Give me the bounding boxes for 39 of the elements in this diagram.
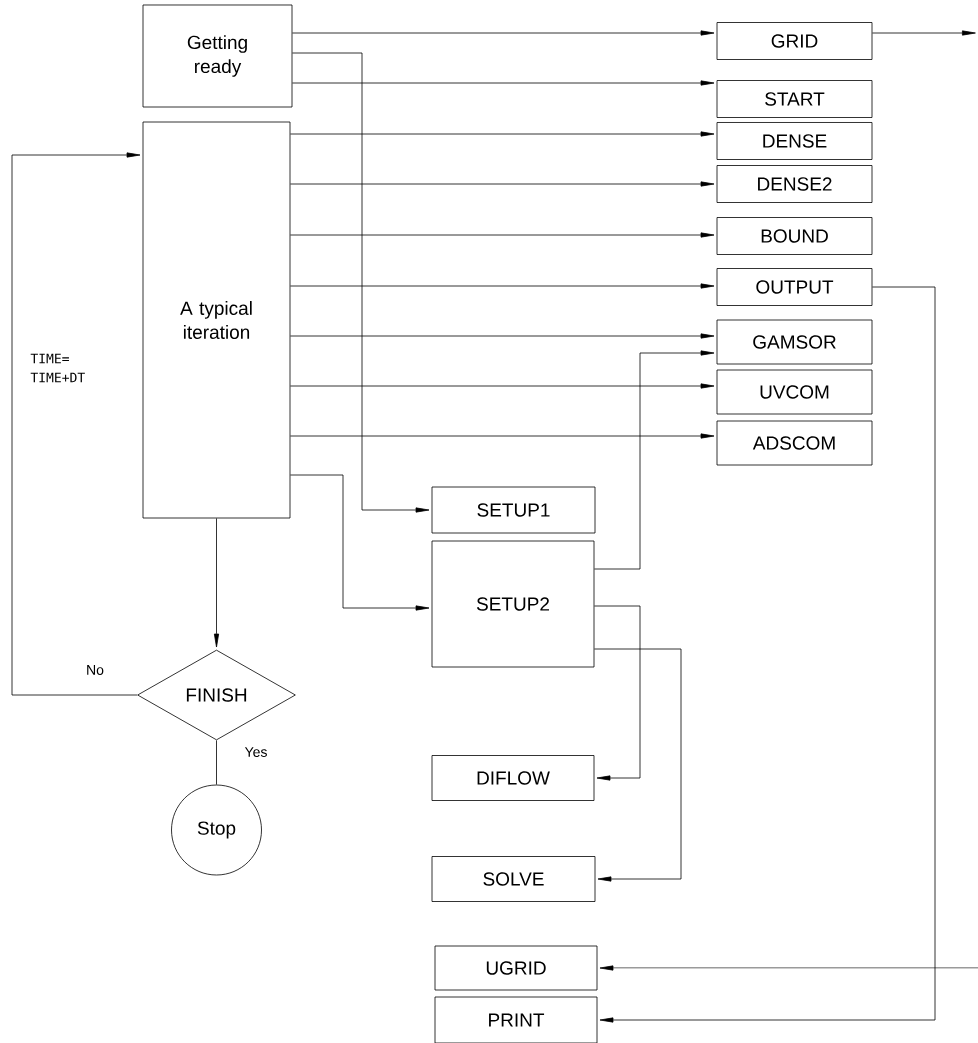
process-box: DENSE bbox=[716, 122, 873, 160]
arrow bbox=[290, 232, 715, 238]
arrow bbox=[290, 283, 715, 289]
arrow bbox=[213, 518, 220, 648]
process-box: A typical iteration bbox=[142, 121, 291, 519]
arrow bbox=[290, 131, 715, 137]
process-box: BOUND bbox=[716, 217, 873, 255]
process-box: DIFLOW bbox=[431, 755, 595, 801]
process-box: DENSE2 bbox=[716, 165, 873, 203]
edge-label: Yes bbox=[242, 745, 270, 759]
arrow bbox=[599, 965, 978, 971]
arrow bbox=[290, 474, 430, 611]
arrow bbox=[290, 333, 715, 339]
process-box: UVCOM bbox=[716, 369, 873, 415]
arrow bbox=[290, 383, 715, 389]
process-box: SETUP2 bbox=[431, 540, 595, 668]
process-box: GRID bbox=[716, 22, 873, 60]
process-box: Getting ready bbox=[142, 4, 293, 108]
process-box: SETUP1 bbox=[431, 486, 596, 534]
arrow bbox=[872, 30, 976, 36]
process-box: GAMSOR bbox=[716, 319, 873, 365]
process-box: SOLVE bbox=[431, 856, 596, 902]
arrow bbox=[290, 433, 715, 439]
arrow bbox=[292, 80, 715, 86]
arrow bbox=[292, 52, 430, 513]
process-box: PRINT bbox=[434, 996, 598, 1043]
note-text: TIME= TIME+DT bbox=[30, 353, 85, 383]
process-box: ADSCOM bbox=[716, 420, 873, 466]
arrow bbox=[11, 152, 141, 696]
arrow bbox=[594, 648, 682, 882]
arrow bbox=[599, 286, 936, 1023]
arrow bbox=[292, 30, 715, 36]
arrow bbox=[290, 181, 715, 187]
arrow bbox=[594, 605, 641, 781]
process-box: UGRID bbox=[434, 945, 598, 991]
process-box: OUTPUT bbox=[716, 268, 873, 306]
edge-label: No bbox=[84, 663, 106, 677]
arrow bbox=[594, 350, 715, 570]
process-box: START bbox=[716, 80, 873, 118]
